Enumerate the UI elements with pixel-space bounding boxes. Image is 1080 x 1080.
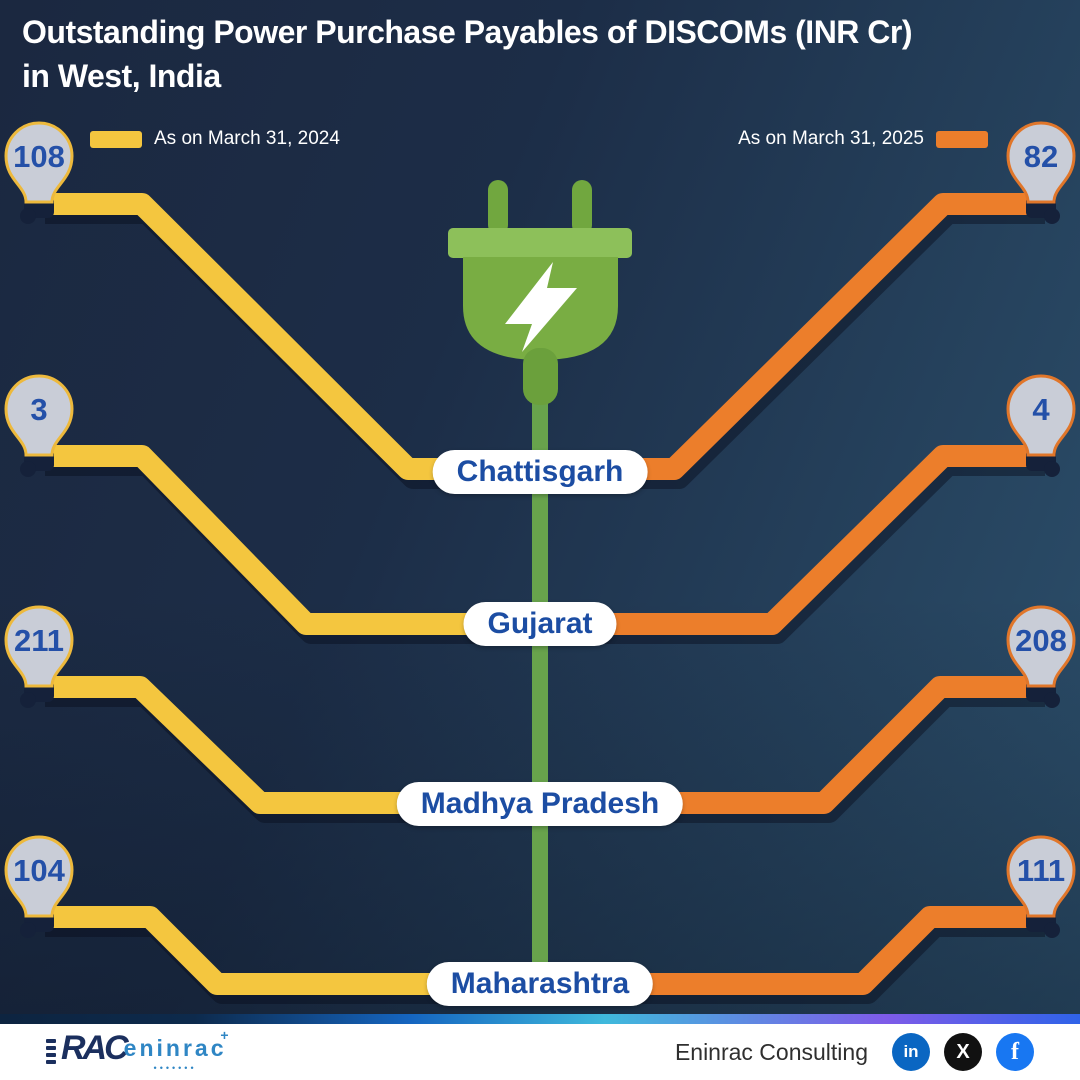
legend-2024-swatch	[90, 130, 142, 148]
logo-rac-text: RAC	[61, 1029, 129, 1067]
value-2025-maharashtra: 111	[1017, 853, 1065, 888]
bulb-2025-chattisgarh: 82	[1006, 121, 1076, 224]
power-plug-icon	[448, 180, 632, 405]
value-2024-gujarat: 3	[30, 392, 47, 427]
value-2025-gujarat: 4	[1032, 392, 1050, 427]
bulb-2024-madhya-pradesh: 211	[4, 605, 74, 708]
footer: RAC eninrac + ••••••• Eninrac Consulting…	[0, 1024, 1080, 1080]
wire-2025-gujarat	[580, 445, 1040, 635]
state-label-chattisgarh: Chattisgarh	[432, 450, 648, 494]
wire-2025-madhya-pradesh	[640, 676, 1040, 814]
logo-eninrac-text: eninrac + •••••••	[123, 1027, 229, 1073]
logo-dots: •••••••	[153, 1063, 197, 1073]
x-twitter-icon[interactable]: X	[944, 1033, 982, 1071]
logo-plus-mark: +	[220, 1027, 229, 1043]
logo-bars-icon	[46, 1039, 56, 1064]
wire-2024-chattisgarh	[40, 193, 460, 480]
wire-2024-madhya-pradesh	[40, 676, 440, 814]
wire-2025-maharashtra	[620, 906, 1040, 995]
lightning-bolt-icon	[505, 262, 577, 352]
value-2024-chattisgarh: 108	[13, 139, 65, 174]
page-title: Outstanding Power Purchase Payables of D…	[22, 10, 913, 98]
legend-2025-swatch	[936, 130, 988, 148]
bulb-2025-maharashtra: 111	[1006, 835, 1076, 938]
legend-2024: As on March 31, 2024	[90, 128, 340, 150]
bulb-2024-maharashtra: 104	[4, 835, 74, 938]
wiring-figure: 108 3 211 104 82 4 208 111	[4, 121, 1076, 995]
title-line-2: in West, India	[22, 58, 221, 95]
value-2024-madhya-pradesh: 211	[14, 623, 64, 658]
state-label-gujarat: Gujarat	[463, 602, 617, 646]
value-2025-madhya-pradesh: 208	[1015, 623, 1067, 658]
eninrac-logo: RAC eninrac + •••••••	[46, 1027, 229, 1073]
state-label-maharashtra: Maharashtra	[426, 962, 654, 1006]
linkedin-icon[interactable]: in	[892, 1033, 930, 1071]
value-2025-chattisgarh: 82	[1024, 139, 1058, 174]
wire-2024-gujarat	[40, 445, 500, 635]
state-label-madhya-pradesh: Madhya Pradesh	[396, 782, 684, 826]
bulb-2025-gujarat: 4	[1006, 374, 1076, 477]
value-2024-maharashtra: 104	[13, 853, 65, 888]
legend-2025: As on March 31, 2025	[738, 128, 988, 150]
facebook-icon[interactable]: f	[996, 1033, 1034, 1071]
wire-2024-maharashtra	[40, 906, 460, 995]
bulb-2025-madhya-pradesh: 208	[1006, 605, 1076, 708]
company-name: Eninrac Consulting	[674, 1038, 868, 1065]
bulb-2024-chattisgarh: 108	[4, 121, 74, 224]
footer-accent-stripe	[0, 1014, 1080, 1024]
title-line-1: Outstanding Power Purchase Payables of D…	[22, 14, 913, 50]
legend-2025-label: As on March 31, 2025	[738, 128, 924, 149]
bulb-2024-gujarat: 3	[4, 374, 74, 477]
legend-2024-label: As on March 31, 2024	[154, 128, 340, 149]
footer-right: Eninrac Consulting in X f	[675, 1033, 1034, 1071]
